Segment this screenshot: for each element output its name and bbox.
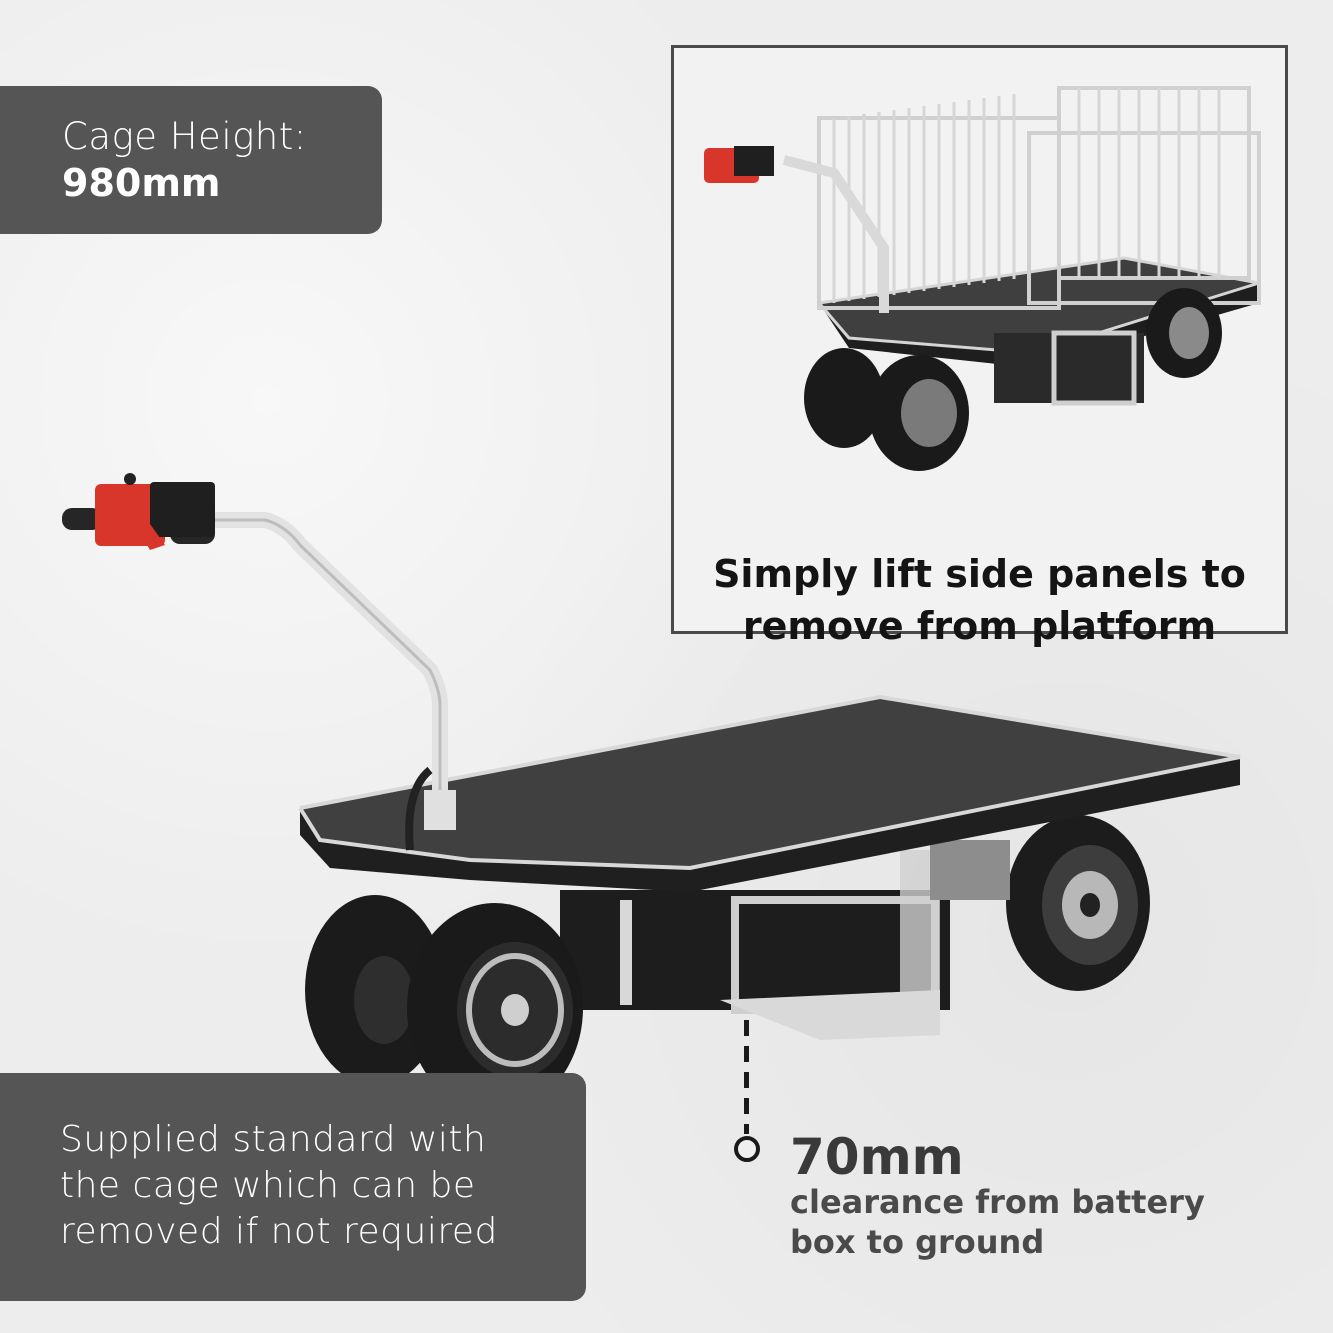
cage-inset-panel: Simply lift side panels to remove from p… xyxy=(671,45,1288,648)
emergency-stop-controller xyxy=(62,473,215,550)
rear-wheel xyxy=(1006,815,1150,991)
cage-height-badge: Cage Height: 980mm xyxy=(0,86,382,234)
cage-height-label: Cage Height: xyxy=(62,115,307,158)
cage-height-value: 980mm xyxy=(62,161,221,205)
standard-cage-note-text: Supplied standard with the cage which ca… xyxy=(60,1119,498,1252)
tiller-handle xyxy=(207,512,456,851)
battery-box xyxy=(560,850,950,1040)
clearance-marker xyxy=(734,1136,760,1162)
cart-with-cage-image xyxy=(704,86,1261,471)
rear-axle xyxy=(930,840,1010,900)
clearance-value: 70mm xyxy=(790,1128,964,1186)
clearance-dashed-line xyxy=(744,1020,749,1134)
clearance-description: clearance from battery box to ground xyxy=(790,1183,1205,1261)
standard-cage-note: Supplied standard with the cage which ca… xyxy=(0,1073,586,1301)
front-wheels xyxy=(305,895,583,1113)
platform-deck xyxy=(298,694,1241,892)
inset-caption: Simply lift side panels to remove from p… xyxy=(713,552,1246,648)
